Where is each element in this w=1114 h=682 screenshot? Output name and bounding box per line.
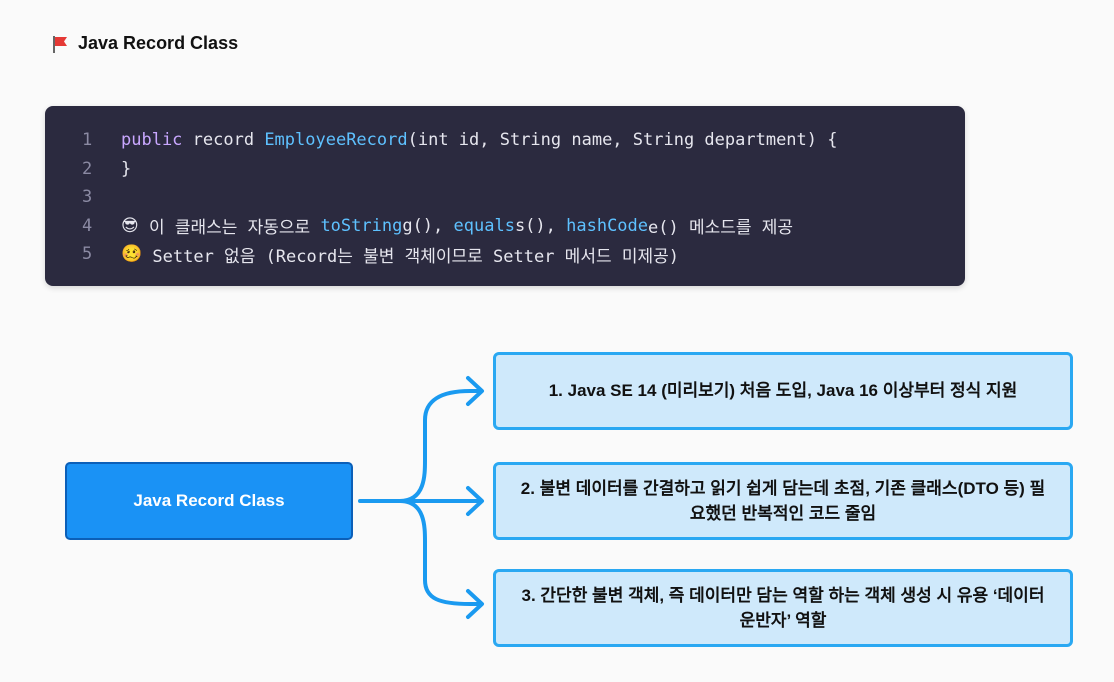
code-method-name: toString [320, 215, 403, 236]
branch-node-label: 1. Java SE 14 (미리보기) 처음 도입, Java 16 이상부터… [548, 381, 1018, 401]
code-line: 2 } [45, 155, 965, 184]
connector-branch-3 [398, 499, 482, 606]
woozy-face-emoji-icon: 🥴 [121, 244, 143, 265]
page-title: Java Record Class [50, 33, 238, 54]
code-method-name: hashCode [566, 215, 649, 236]
branch-node-label: 3. 간단한 불변 객체, 즉 데이터만 담는 역할 하는 객체 생성 시 유용… [521, 585, 1045, 631]
line-number: 2 [82, 158, 93, 179]
line-number: 5 [82, 244, 93, 265]
code-method-name: equals [453, 215, 515, 236]
root-node: Java Record Class [65, 462, 353, 540]
code-line: 5 🥴 Setter 없음 (Record는 불변 객체이므로 Setter 메… [45, 240, 965, 269]
code-block: 1 public record EmployeeRecord(int id, S… [45, 106, 965, 286]
branch-node-label: 2. 불변 데이터를 간결하고 읽기 쉽게 담는데 초점, 기존 클래스(DTO… [520, 478, 1046, 524]
root-node-label: Java Record Class [133, 491, 285, 510]
code-text: s(), [514, 215, 567, 236]
line-number: 1 [82, 130, 93, 151]
code-text: record [182, 130, 265, 151]
code-text: e() 메소드를 제공 [648, 218, 794, 239]
code-keyword: public [121, 130, 183, 151]
branch-node-2: 2. 불변 데이터를 간결하고 읽기 쉽게 담는데 초점, 기존 클래스(DTO… [493, 462, 1073, 540]
red-flag-icon [53, 35, 67, 53]
code-text: Setter 없음 (Record는 불변 객체이므로 Setter 메서드 미… [142, 246, 679, 267]
page-title-text: Java Record Class [78, 33, 239, 53]
arrowhead-3 [466, 589, 484, 619]
arrowhead-1 [466, 376, 484, 406]
code-line: 1 public record EmployeeRecord(int id, S… [45, 126, 965, 155]
branch-node-3: 3. 간단한 불변 객체, 즉 데이터만 담는 역할 하는 객체 생성 시 유용… [493, 569, 1073, 647]
code-text: } [121, 158, 132, 179]
line-number: 3 [82, 187, 93, 208]
code-text: (int id, String name, String department)… [407, 130, 838, 151]
code-type-name: EmployeeRecord [264, 130, 408, 151]
code-text: 이 클래스는 자동으로 [138, 218, 321, 239]
branch-node-1: 1. Java SE 14 (미리보기) 처음 도입, Java 16 이상부터… [493, 352, 1073, 430]
line-number: 4 [82, 215, 93, 236]
code-line: 3 [45, 183, 965, 212]
arrowhead-2 [466, 486, 484, 516]
code-text: g(), [402, 215, 454, 236]
sunglasses-emoji-icon: 😎 [121, 215, 139, 236]
connector-branch-1 [398, 389, 482, 503]
